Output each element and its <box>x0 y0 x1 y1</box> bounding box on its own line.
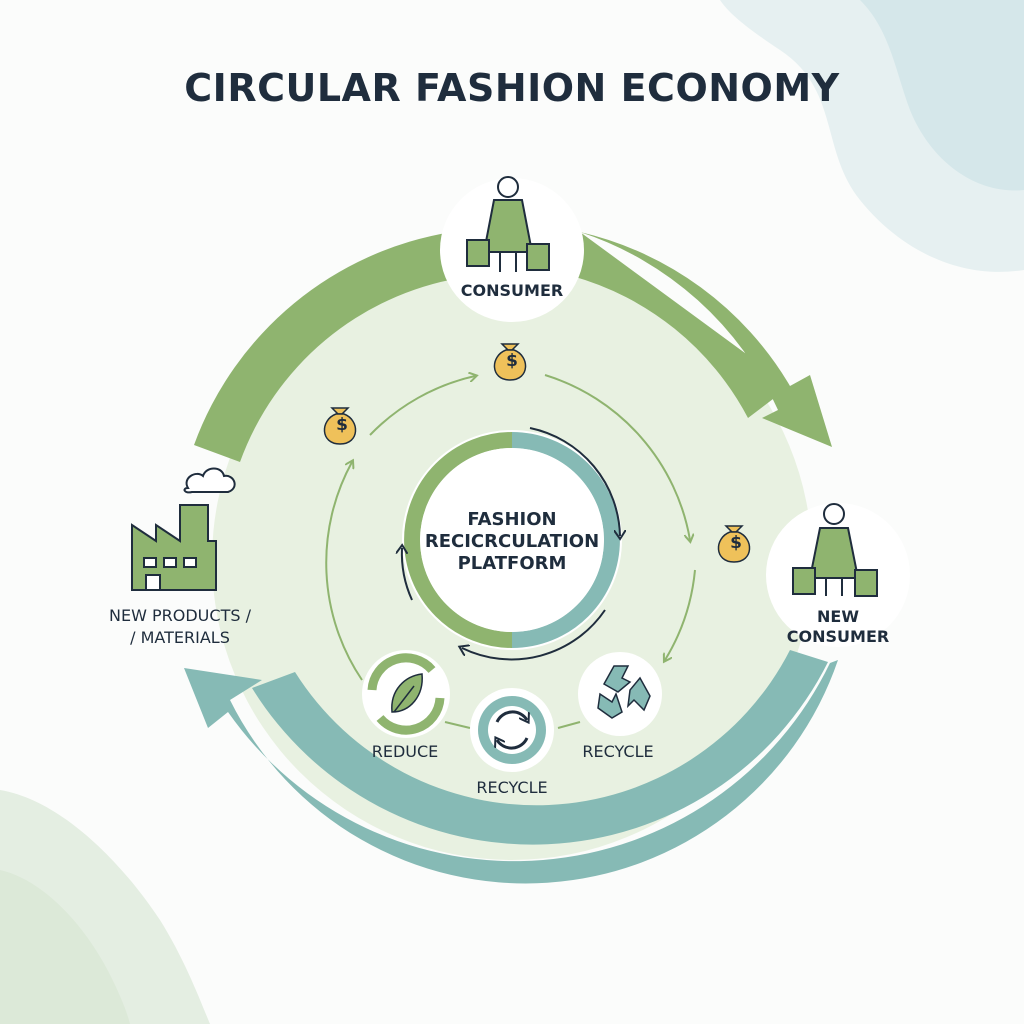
new-products-label-line2: / MATERIALS <box>130 628 230 647</box>
leaf-icon <box>367 653 445 735</box>
platform-cycle-arrow-right <box>529 427 620 536</box>
money-symbol-right: $ <box>730 533 742 553</box>
outer-arrow-bottom-band <box>252 650 828 845</box>
recycle-icon <box>597 665 651 719</box>
platform-label-line3: PLATFORM <box>457 553 567 574</box>
outer-arrow-top-left <box>194 232 460 462</box>
inner-flow-arrow-top-left <box>369 376 475 436</box>
inner-flow-arrow-top-right <box>544 374 690 540</box>
consumer-label: CONSUMER <box>460 281 564 300</box>
outer-arrow-bottom <box>184 660 838 884</box>
new-products-label-line1: NEW PRODUCTS / <box>109 606 251 625</box>
new-consumer-label-line1: NEW <box>817 607 859 626</box>
platform-ring-teal <box>511 432 620 648</box>
platform-label-line2: RECICRCULATION <box>424 531 600 552</box>
platform-label-line1: FASHION <box>467 509 557 530</box>
inner-flow-arrow-left <box>325 462 363 681</box>
recycle-bottom-label: RECYCLE <box>476 778 548 797</box>
platform-ring-green <box>404 432 513 648</box>
money-bag-icon <box>323 407 357 445</box>
money-bag-icon <box>493 343 527 381</box>
bottom-connector <box>444 721 581 729</box>
new-consumer-label-line2: CONSUMER <box>786 627 890 646</box>
money-symbol-left: $ <box>336 415 348 435</box>
page-title: CIRCULAR FASHION ECONOMY <box>184 66 840 110</box>
new-consumer-icon <box>792 503 878 597</box>
background-blob-top-right-inner <box>860 0 1024 191</box>
platform-inner-disc <box>420 448 604 632</box>
recycle-right-label: RECYCLE <box>582 742 654 761</box>
money-bag-icon <box>717 525 751 563</box>
new-consumer-label: NEW CONSUMER <box>738 607 938 647</box>
outer-arrow-top-right <box>572 232 832 447</box>
inner-flow-arrow-right <box>665 569 696 660</box>
platform-label: FASHION RECICRCULATION PLATFORM <box>412 509 612 575</box>
reduce-label: REDUCE <box>371 742 439 761</box>
platform-cycle-arrow-left <box>402 548 413 601</box>
platform-cycle-arrow-bottom <box>462 609 606 661</box>
refresh-icon <box>497 710 527 750</box>
new-products-label: NEW PRODUCTS / / MATERIALS <box>80 605 280 649</box>
factory-icon <box>131 467 236 591</box>
background-blob-bottom-left-inner <box>0 870 130 1024</box>
recycle-right-badge <box>578 652 662 736</box>
consumer-icon <box>466 176 550 272</box>
money-symbol-top: $ <box>506 351 518 371</box>
